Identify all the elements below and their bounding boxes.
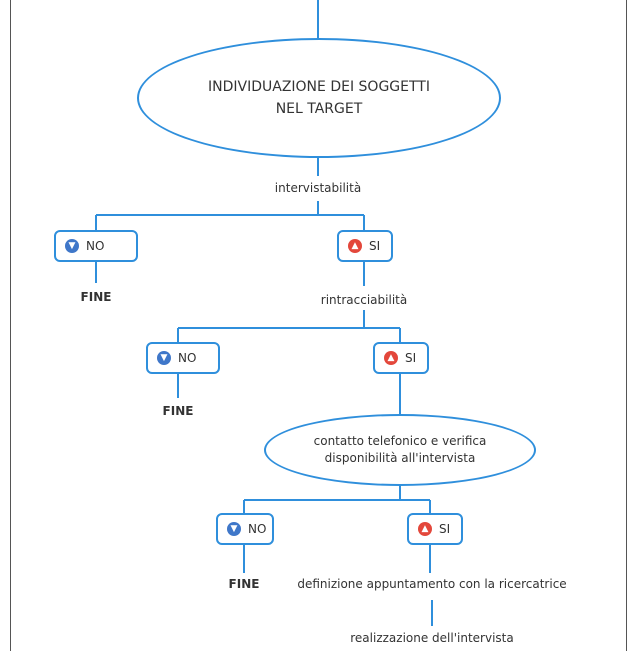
q3-no-box: ▼ NO [216, 513, 274, 545]
target-label-line1: INDIVIDUAZIONE DEI SOGGETTI [208, 79, 430, 95]
thumbs-up-icon: ▲ [348, 239, 362, 253]
interview-label: realizzazione dell'intervista [350, 631, 514, 645]
contact-label-line1: contatto telefonico e verifica [313, 434, 487, 448]
q2-no-label: NO [178, 351, 197, 365]
q1-no-box: ▼ NO [54, 230, 138, 262]
thumbs-down-icon: ▼ [157, 351, 171, 365]
thumbs-up-icon: ▲ [418, 522, 432, 536]
frame-right-edge [626, 0, 627, 651]
q2-no-box: ▼ NO [146, 342, 220, 374]
q3-yes-box: ▲ SI [407, 513, 463, 545]
q2-yes-box: ▲ SI [373, 342, 429, 374]
q1-yes-box: ▲ SI [337, 230, 393, 262]
frame-left-edge [10, 0, 11, 651]
q1-no-end: FINE [80, 290, 112, 304]
thumbs-up-icon: ▲ [384, 351, 398, 365]
target-ellipse: INDIVIDUAZIONE DEI SOGGETTI NEL TARGET [137, 38, 501, 158]
appointment-label: definizione appuntamento con la ricercat… [297, 577, 567, 591]
q1-no-label: NO [86, 239, 105, 253]
q3-no-label: NO [248, 522, 267, 536]
contact-ellipse: contatto telefonico e verifica disponibi… [264, 414, 536, 486]
q2-no-end: FINE [162, 404, 194, 418]
q2-yes-label: SI [405, 351, 417, 365]
q3-yes-label: SI [439, 522, 451, 536]
thumbs-down-icon: ▼ [227, 522, 241, 536]
q1-yes-label: SI [369, 239, 381, 253]
thumbs-down-icon: ▼ [65, 239, 79, 253]
q3-no-end: FINE [228, 577, 260, 591]
q1-label: intervistabilità [274, 181, 362, 195]
q2-label: rintracciabilità [320, 293, 408, 307]
contact-label-line2: disponibilità all'intervista [324, 451, 476, 465]
target-label-line2: NEL TARGET [275, 101, 363, 117]
